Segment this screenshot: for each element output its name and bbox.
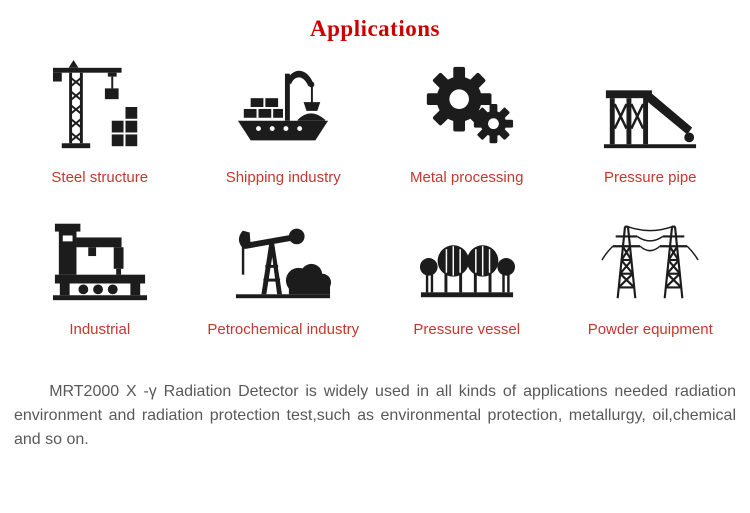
pipeline-trestle-icon (585, 56, 715, 156)
application-item-industrial: Industrial (8, 198, 192, 350)
spherical-tanks-icon (402, 208, 532, 308)
gears-icon (402, 56, 532, 156)
application-label: Pressure vessel (413, 321, 521, 338)
transmission-towers-icon (585, 208, 715, 308)
application-label: Petrochemical industry (207, 321, 360, 338)
application-item-steel-structure: Steel structure (8, 46, 192, 198)
application-label: Powder equipment (587, 321, 713, 338)
application-item-pressure-pipe: Pressure pipe (559, 46, 743, 198)
oil-pumpjack-icon (218, 208, 348, 308)
industrial-machine-icon (35, 208, 165, 308)
application-item-petrochemical-industry: Petrochemical industry (192, 198, 376, 350)
applications-grid: Steel structure (0, 42, 750, 350)
application-label: Steel structure (51, 169, 149, 186)
tower-crane-icon (35, 56, 165, 156)
application-item-shipping-industry: Shipping industry (192, 46, 376, 198)
application-label: Metal processing (410, 169, 524, 186)
application-item-pressure-vessel: Pressure vessel (375, 198, 559, 350)
page-title: Applications (310, 16, 440, 41)
application-label: Shipping industry (225, 169, 341, 186)
description-paragraph: MRT2000 X -γ Radiation Detector is widel… (14, 383, 736, 448)
application-item-metal-processing: Metal processing (375, 46, 559, 198)
application-item-powder-equipment: Powder equipment (559, 198, 743, 350)
application-label: Industrial (69, 321, 131, 338)
cargo-ship-crane-icon (218, 56, 348, 156)
application-label: Pressure pipe (603, 169, 697, 186)
